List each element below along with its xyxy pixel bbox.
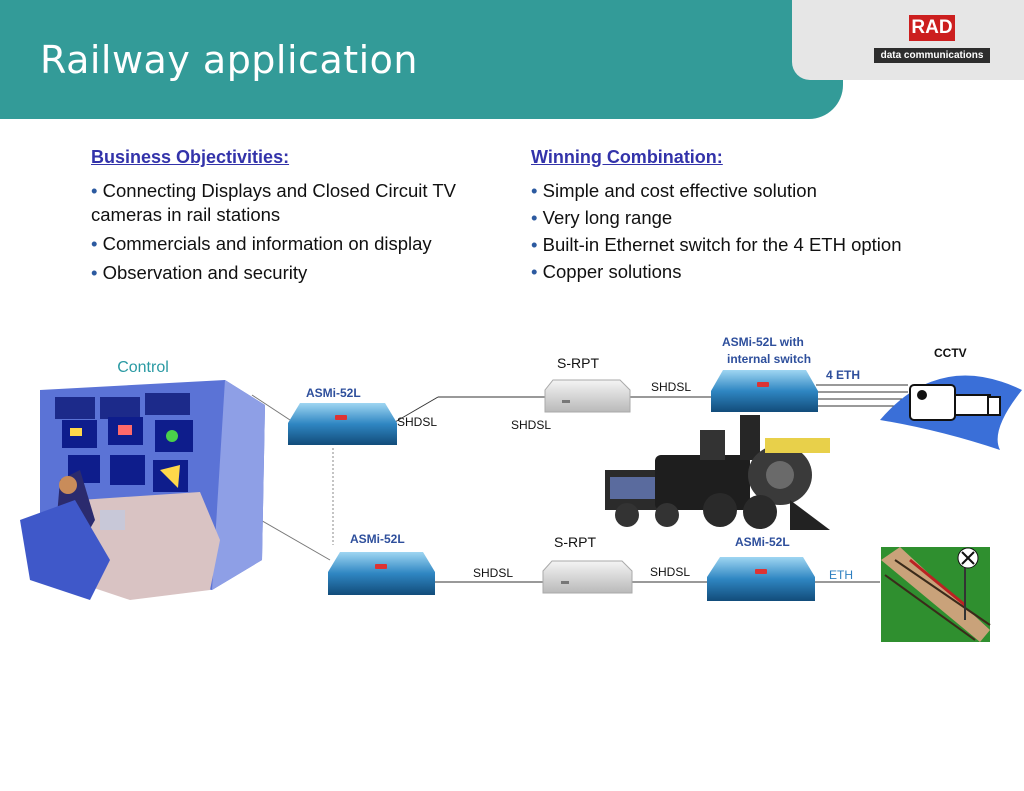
device-label: internal switch <box>727 352 811 366</box>
list-item: • Commercials and information on display <box>91 233 432 254</box>
s-rpt-label: S-RPT <box>554 534 596 550</box>
s-rpt-top <box>544 379 631 413</box>
s-rpt-label: S-RPT <box>557 355 599 371</box>
logo-panel <box>792 0 1024 80</box>
cctv-camera-illustration <box>880 375 1022 450</box>
page-title: Railway application <box>40 38 419 82</box>
shdsl-label: SHDSL <box>511 418 551 432</box>
list-item: • Simple and cost effective solution <box>531 180 817 201</box>
control-label: Control <box>117 359 169 376</box>
device-label: ASMi-52L <box>306 386 361 400</box>
shdsl-label: SHDSL <box>651 380 691 394</box>
winning-heading: Winning Combination: <box>531 147 723 167</box>
eth-label: ETH <box>829 568 853 582</box>
list-item: • Connecting Displays and Closed Circuit… <box>91 180 457 225</box>
business-heading: Business Objectivities: <box>91 147 290 167</box>
business-list: • Connecting Displays and Closed Circuit… <box>91 179 491 290</box>
header-bar <box>0 0 843 119</box>
eth-label: 4 ETH <box>826 368 860 382</box>
steam-train-illustration <box>605 415 830 530</box>
list-item: • Very long range <box>531 207 673 228</box>
railway-crossing-illustration <box>881 547 991 642</box>
cctv-label: CCTV <box>934 346 967 360</box>
eth-links <box>816 384 908 407</box>
device-label: ASMi-52L <box>735 535 790 549</box>
asmi-device-top-right <box>711 370 818 412</box>
device-label: ASMi-52L <box>350 532 405 546</box>
asmi-device-bottom-left <box>328 552 435 595</box>
asmi-device-top-left <box>288 403 397 445</box>
control-room-illustration <box>20 380 265 600</box>
list-item: • Copper solutions <box>531 261 682 282</box>
winning-list: • Simple and cost effective solution • V… <box>531 179 991 287</box>
logo-tagline: data communications <box>874 48 990 63</box>
device-label: ASMi-52L with <box>722 335 804 349</box>
list-item: • Observation and security <box>91 262 308 283</box>
shdsl-links <box>251 394 880 583</box>
shdsl-label: SHDSL <box>397 415 437 429</box>
list-item: • Built-in Ethernet switch for the 4 ETH… <box>531 234 902 255</box>
shdsl-label: SHDSL <box>473 566 513 580</box>
rad-logo: RAD <box>909 15 955 41</box>
shdsl-label: SHDSL <box>650 565 690 579</box>
s-rpt-bottom <box>542 560 633 594</box>
asmi-device-bottom-right <box>707 557 815 601</box>
